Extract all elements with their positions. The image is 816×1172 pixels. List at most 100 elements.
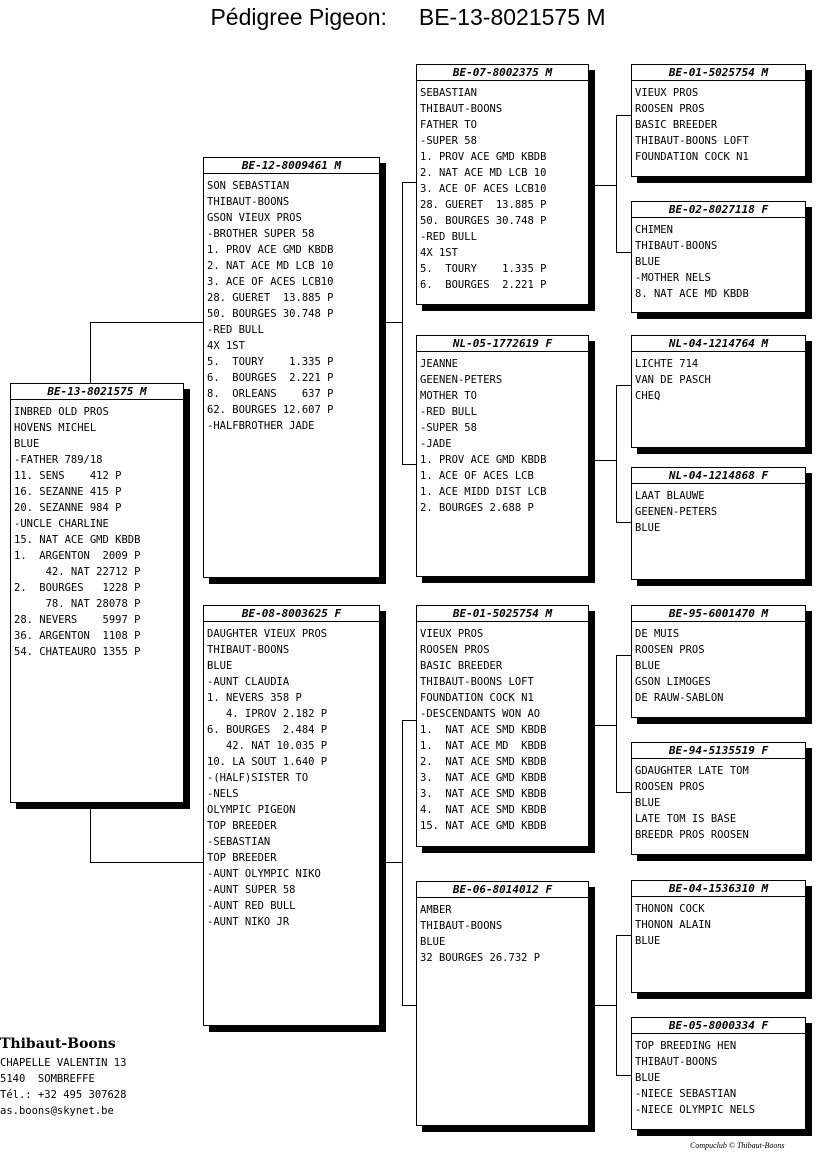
pigeon-detail-line: AMBER — [420, 904, 452, 916]
pigeon-detail-line: -NIECE SEBASTIAN — [635, 1088, 737, 1100]
pigeon-detail-line: BASIC BREEDER — [420, 660, 503, 672]
pigeon-detail-line: 1. NAT ACE MD KBDB — [420, 740, 547, 752]
ring-number: NL-04-1214764 M — [632, 336, 805, 352]
pigeon-detail-line: LICHTE 714 — [635, 358, 699, 370]
pigeon-detail-line: DAUGHTER VIEUX PROS — [207, 628, 328, 640]
pigeon-detail-line: GSON LIMOGES — [635, 676, 711, 688]
connector-line — [616, 1075, 632, 1076]
pigeon-detail-line: 54. CHATEAURO 1355 P — [14, 646, 141, 658]
pigeon-detail-line: 6. BOURGES 2.221 P — [207, 372, 334, 384]
pigeon-detail-line: -RED BULL — [420, 231, 477, 243]
pigeon-detail-line: 3. ACE OF ACES LCB10 — [420, 183, 547, 195]
pigeon-detail-line: CHEQ — [635, 390, 661, 402]
pigeon-detail-line: BLUE — [635, 797, 661, 809]
pigeon-detail-line: CHIMEN — [635, 224, 673, 236]
pigeon-detail-line: 1. ACE MIDD DIST LCB — [420, 486, 547, 498]
pigeon-detail-line: -JADE — [420, 438, 452, 450]
pigeon-detail-line: 32 BOURGES 26.732 P — [420, 952, 541, 964]
breeder-name: Thibaut-Boons — [0, 1036, 116, 1052]
pigeon-detail-line: -AUNT RED BULL — [207, 900, 296, 912]
pigeon-detail-line: -MOTHER NELS — [635, 272, 711, 284]
pigeon-detail-line: BLUE — [635, 1072, 661, 1084]
ring-number: NL-04-1214868 F — [632, 468, 805, 484]
connector-line — [402, 720, 403, 1005]
pigeon-detail-line: -HALFBROTHER JADE — [207, 420, 315, 432]
pigeon-detail-line: 16. SEZANNE 415 P — [14, 486, 122, 498]
pigeon-detail-line: 4X 1ST — [420, 247, 458, 259]
pigeon-detail-line: OLYMPIC PIGEON — [207, 804, 296, 816]
connector-line — [90, 322, 204, 323]
pigeon-detail-line: -AUNT NIKO JR — [207, 916, 290, 928]
connector-line — [402, 182, 417, 183]
pigeon-detail-line: VIEUX PROS — [420, 628, 484, 640]
pigeon-detail-line: FOUNDATION COCK N1 — [420, 692, 534, 704]
connector-line — [402, 182, 403, 464]
connector-line — [589, 1005, 616, 1006]
connector-line — [402, 1005, 417, 1006]
pigeon-detail-line: MOTHER TO — [420, 390, 477, 402]
pigeon-detail-line: LATE TOM IS BASE — [635, 813, 737, 825]
ring-number: BE-01-5025754 M — [632, 65, 805, 81]
pigeon-detail-line: -RED BULL — [207, 324, 264, 336]
pigeon-detail-line: -AUNT CLAUDIA — [207, 676, 290, 688]
pigeon-detail-line: 2. NAT ACE MD LCB 10 — [207, 260, 334, 272]
ring-number: BE-13-8021575 M — [11, 384, 183, 400]
pigeon-detail-line: 28. NEVERS 5997 P — [14, 614, 141, 626]
breeder-address: CHAPELLE VALENTIN 13 — [0, 1057, 127, 1069]
ring-number: BE-05-8000334 F — [632, 1018, 805, 1034]
pigeon-detail-line: GDAUGHTER LATE TOM — [635, 765, 749, 777]
pigeon-detail-line: GSON VIEUX PROS — [207, 212, 302, 224]
ring-number: BE-06-8014012 F — [417, 882, 588, 898]
connector-line — [616, 385, 617, 522]
connector-line — [616, 655, 617, 792]
connector-line — [616, 115, 617, 252]
connector-line — [616, 935, 617, 1075]
pigeon-detail-line: THONON COCK — [635, 903, 705, 915]
pigeon-detail-line: 2. NAT ACE SMD KBDB — [420, 756, 547, 768]
ring-number: BE-08-8003625 F — [204, 606, 379, 622]
pigeon-detail-line: -SUPER 58 — [420, 422, 477, 434]
pigeon-detail-line: 42. NAT 22712 P — [14, 566, 141, 578]
pigeon-detail-line: -FATHER 789/18 — [14, 454, 103, 466]
pigeon-detail-line: 3. NAT ACE GMD KBDB — [420, 772, 547, 784]
pigeon-detail-line: THIBAUT-BOONS — [207, 644, 290, 656]
pigeon-detail-line: 1. ARGENTON 2009 P — [14, 550, 141, 562]
pigeon-detail-line: GEENEN-PETERS — [635, 506, 718, 518]
pigeon-detail-line: 3. NAT ACE SMD KBDB — [420, 788, 547, 800]
pigeon-detail-line: ROOSEN PROS — [635, 103, 705, 115]
pigeon-detail-line: BLUE — [635, 660, 661, 672]
pigeon-detail-line: BASIC BREEDER — [635, 119, 718, 131]
pigeon-detail-line: 15. NAT ACE GMD KBDB — [14, 534, 141, 546]
ring-number: BE-02-8027118 F — [632, 202, 805, 218]
pigeon-detail-line: THIBAUT-BOONS — [420, 920, 503, 932]
pigeon-detail-line: THONON ALAIN — [635, 919, 711, 931]
pigeon-detail-line: TOP BREEDING HEN — [635, 1040, 737, 1052]
pigeon-detail-line: 6. BOURGES 2.221 P — [420, 279, 547, 291]
pigeon-detail-line: -UNCLE CHARLINE — [14, 518, 109, 530]
pigeon-detail-line: 50. BOURGES 30.748 P — [207, 308, 334, 320]
breeder-email[interactable]: as.boons@skynet.be — [0, 1105, 114, 1117]
pigeon-detail-line: 1. ACE OF ACES LCB — [420, 470, 534, 482]
pigeon-card-mother: BE-08-8003625 F DAUGHTER VIEUX PROS THIBAU… — [203, 605, 380, 1026]
pigeon-detail-line: 1. PROV ACE GMD KBDB — [420, 454, 547, 466]
pigeon-detail-line: ROOSEN PROS — [635, 781, 705, 793]
ring-number: BE-95-6001470 M — [632, 606, 805, 622]
connector-line — [616, 935, 632, 936]
